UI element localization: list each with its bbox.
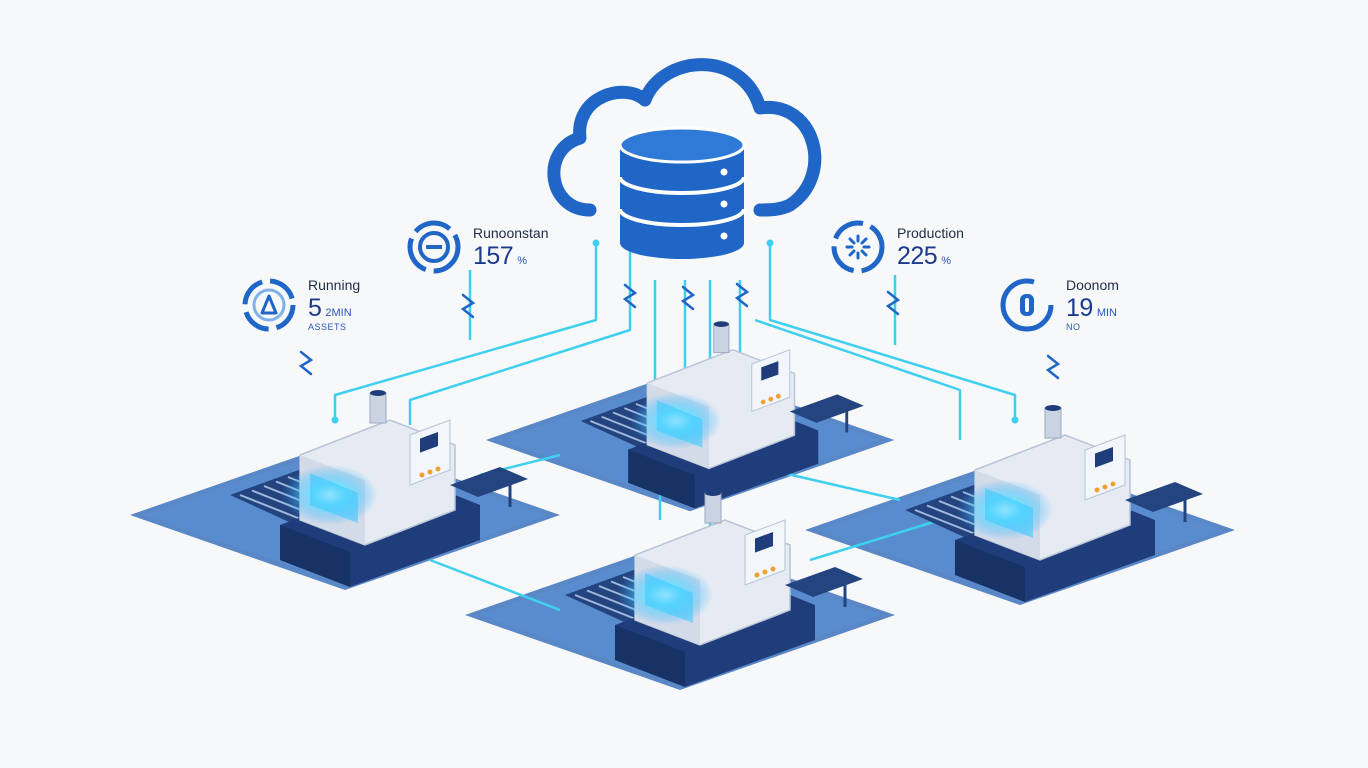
indicator-light bbox=[775, 393, 781, 399]
output-conveyor bbox=[785, 567, 863, 597]
database-icon bbox=[618, 126, 746, 259]
machine-window bbox=[310, 473, 358, 523]
conveyor-roller bbox=[914, 509, 984, 538]
canister-cap bbox=[705, 490, 721, 496]
zigzag-link-icon bbox=[622, 283, 638, 309]
connection-line bbox=[333, 243, 598, 420]
metric-value: 225 bbox=[897, 241, 938, 270]
connection-line bbox=[768, 243, 1017, 420]
machine-bottom-center bbox=[565, 490, 863, 687]
metric-production: Production 225 % bbox=[829, 218, 964, 276]
conveyor-roller bbox=[589, 420, 656, 448]
control-screen bbox=[1095, 447, 1113, 468]
control-screen bbox=[755, 532, 773, 553]
indicator-light bbox=[770, 566, 776, 572]
machine-base-side bbox=[955, 540, 1025, 602]
control-screen bbox=[420, 432, 438, 453]
output-conveyor bbox=[1125, 482, 1203, 512]
indicator-light bbox=[1102, 484, 1108, 490]
metric-label: Doonom bbox=[1066, 277, 1119, 293]
zigzag-link-icon bbox=[460, 293, 476, 319]
machine-top-center bbox=[580, 321, 864, 509]
production-gauge-icon bbox=[831, 220, 885, 274]
cloud-icon bbox=[547, 58, 822, 217]
indicator-light bbox=[419, 472, 425, 478]
metric-value: 157 bbox=[473, 241, 514, 270]
canister-cap bbox=[370, 390, 386, 396]
machine-base-side bbox=[628, 449, 695, 509]
metric-label: Running bbox=[308, 277, 361, 293]
canister bbox=[369, 392, 387, 424]
zigzag-link-icon bbox=[298, 350, 314, 376]
indicator-light bbox=[768, 396, 774, 402]
metric-unit: % bbox=[517, 254, 527, 267]
connection-line bbox=[809, 518, 941, 562]
metric-unit: 2MIN bbox=[325, 307, 352, 319]
connection-node bbox=[331, 416, 339, 424]
indicator-light bbox=[754, 572, 760, 578]
indicator-light bbox=[427, 469, 433, 475]
metric-label: Runoonstan bbox=[473, 224, 549, 241]
metric-sub: ASSETS bbox=[308, 322, 347, 332]
indicator-light bbox=[1110, 481, 1116, 487]
zigzag-link-icon bbox=[680, 285, 696, 311]
canister bbox=[713, 323, 730, 354]
metric-unit: MIN bbox=[1096, 307, 1117, 319]
canister bbox=[704, 492, 722, 524]
machine-left bbox=[230, 390, 528, 587]
connection-line bbox=[429, 558, 561, 612]
zigzag-link-icon bbox=[1045, 354, 1061, 380]
connection-line bbox=[754, 318, 962, 440]
machine-right bbox=[905, 405, 1203, 602]
canister bbox=[1044, 407, 1062, 439]
control-screen bbox=[761, 361, 779, 381]
utilization-gauge-icon bbox=[407, 220, 461, 274]
canister-cap bbox=[713, 321, 729, 327]
indicator-light bbox=[760, 399, 766, 405]
metric-utilization: Runoonstan 157 % bbox=[405, 218, 549, 276]
machine-base-side bbox=[280, 525, 350, 587]
metric-sub: NO bbox=[1066, 322, 1081, 332]
metric-value: 19 bbox=[1066, 294, 1093, 322]
downtime-gauge-icon bbox=[1000, 278, 1054, 332]
indicator-light bbox=[1094, 487, 1100, 493]
zigzag-link-icons bbox=[298, 282, 1061, 380]
metric-running: Running 5 2MIN ASSETS bbox=[240, 276, 360, 334]
canister-cap bbox=[1045, 405, 1061, 411]
machines bbox=[230, 321, 1203, 687]
machine-window bbox=[985, 488, 1033, 538]
connection-line bbox=[769, 468, 901, 502]
indicator-light bbox=[435, 466, 441, 472]
conveyor-roller bbox=[239, 494, 309, 523]
metric-label: Production bbox=[897, 224, 964, 241]
metric-downtime: Doonom 19 MIN NO bbox=[998, 276, 1119, 334]
connection-node bbox=[592, 239, 600, 247]
connection-node bbox=[766, 239, 774, 247]
conveyor-roller bbox=[574, 594, 644, 623]
zigzag-link-icon bbox=[734, 282, 750, 308]
machine-window bbox=[656, 400, 703, 448]
zigzag-link-icon bbox=[885, 290, 901, 316]
running-gauge-icon bbox=[242, 278, 296, 332]
output-conveyor bbox=[789, 394, 864, 423]
connection-node bbox=[1011, 416, 1019, 424]
machine-base-side bbox=[615, 625, 685, 687]
metric-value: 5 bbox=[308, 294, 322, 322]
metric-unit: % bbox=[941, 254, 951, 267]
indicator-light bbox=[762, 569, 768, 575]
output-conveyor bbox=[450, 467, 528, 497]
machine-window bbox=[645, 573, 693, 623]
